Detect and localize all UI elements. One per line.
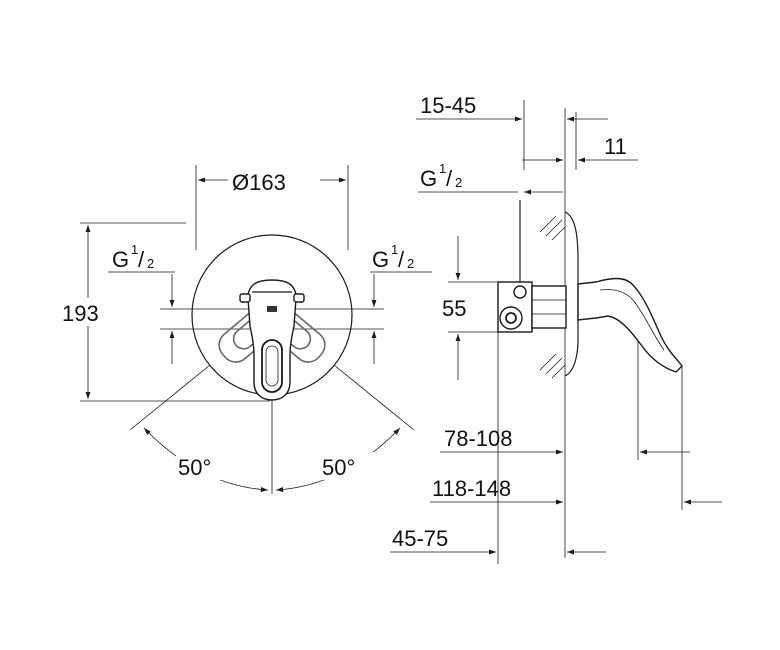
angle-right-bg bbox=[320, 452, 382, 480]
wall-hatch-upper bbox=[539, 215, 566, 241]
thread-left-base: G bbox=[112, 247, 129, 272]
body-depth-label: 45-75 bbox=[392, 526, 448, 551]
wall-hatch-lower bbox=[539, 353, 566, 379]
angle-left-bg bbox=[176, 452, 238, 480]
angle-left-label: 50° bbox=[178, 455, 211, 480]
depth-short-label: 78-108 bbox=[444, 426, 513, 451]
pipe-connector bbox=[513, 285, 527, 299]
brand-badge bbox=[267, 306, 277, 312]
inlet-connector-inner bbox=[505, 312, 517, 324]
side-view: 15-45 11 G 1 / 2 bbox=[390, 93, 722, 564]
lever-side-highlight bbox=[599, 289, 665, 351]
thread-right-den: 2 bbox=[407, 256, 414, 271]
inlet-connector-outer bbox=[499, 306, 523, 330]
thread-left-num: 1 bbox=[131, 242, 138, 257]
angle-ray-right bbox=[333, 364, 415, 431]
angle-ray-left bbox=[129, 364, 211, 431]
lever-slot-outer bbox=[261, 339, 283, 393]
front-view: Ø163 193 G 1 / 2 G 1 / 2 bbox=[60, 165, 432, 494]
side-thread-num: 1 bbox=[439, 161, 446, 176]
lever-slot-inner bbox=[265, 345, 279, 387]
cover-plate-profile bbox=[564, 211, 579, 377]
side-thread-den: 2 bbox=[455, 175, 462, 190]
lever-side-profile bbox=[577, 277, 683, 373]
plate-offset-label: 11 bbox=[604, 134, 627, 159]
thread-right-base: G bbox=[372, 247, 389, 272]
wall-range-label: 15-45 bbox=[420, 93, 476, 118]
spacing-label: 55 bbox=[442, 296, 466, 321]
height-label-bg bbox=[60, 298, 118, 326]
angle-right-label: 50° bbox=[322, 455, 355, 480]
diameter-label-bg bbox=[228, 166, 320, 194]
height-label: 193 bbox=[62, 301, 99, 326]
thread-left-den: 2 bbox=[147, 256, 154, 271]
thread-left-slash: / bbox=[138, 247, 145, 272]
diameter-label: Ø163 bbox=[232, 170, 286, 195]
thread-right-num: 1 bbox=[391, 242, 398, 257]
lever-tab-right bbox=[293, 293, 305, 303]
side-thread-slash: / bbox=[446, 166, 453, 191]
lever-tab-left bbox=[239, 293, 251, 303]
thread-right-slash: / bbox=[398, 247, 405, 272]
side-thread-base: G bbox=[420, 166, 437, 191]
depth-long-label: 118-148 bbox=[432, 476, 511, 501]
valve-body-mid bbox=[531, 285, 567, 329]
